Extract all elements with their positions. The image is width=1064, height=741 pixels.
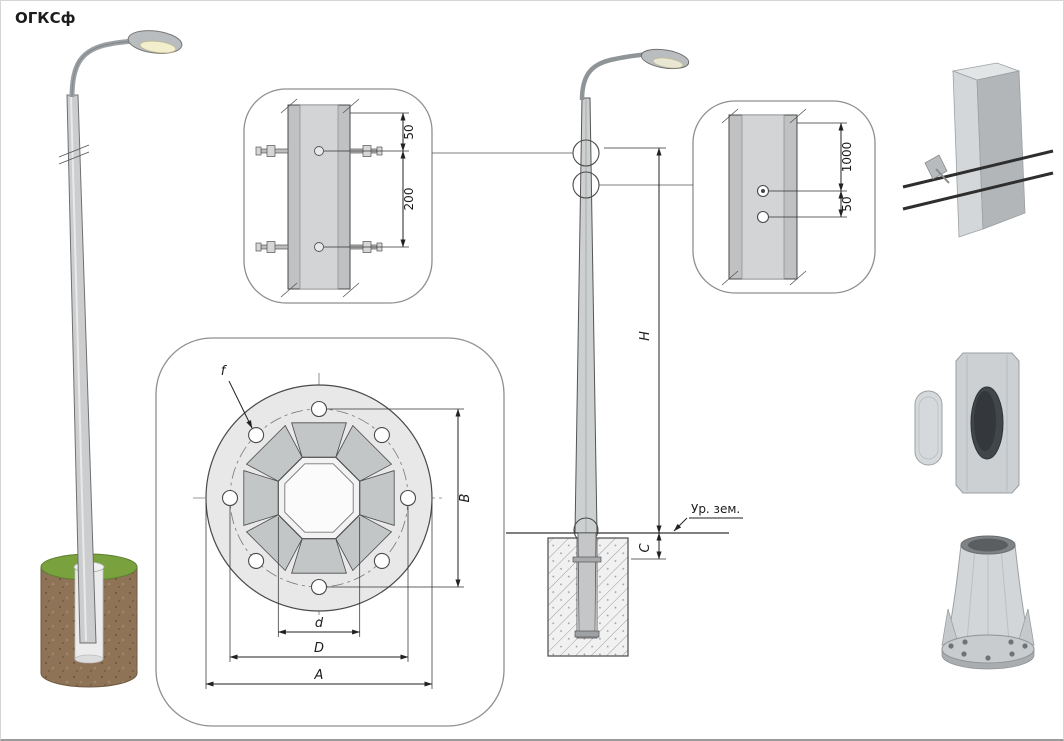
bolt-hole bbox=[756, 210, 770, 224]
dim-50-top: 50 bbox=[402, 124, 416, 139]
dim-50-right: 50 bbox=[840, 196, 854, 211]
wire-rope bbox=[902, 149, 1054, 189]
wire-rope bbox=[902, 171, 1054, 211]
base-plate bbox=[574, 630, 600, 638]
access-door-render bbox=[914, 352, 1020, 494]
dim-B-label: B bbox=[458, 493, 473, 502]
page-title: ОГКСф bbox=[15, 9, 76, 27]
detail-top-callout: 50 200 bbox=[243, 88, 573, 304]
detail-right-callout: 1000 50 bbox=[599, 100, 876, 294]
dim-D-label: D bbox=[314, 641, 324, 656]
dim-1000: 1000 bbox=[840, 142, 854, 173]
ground-level-label: Ур. зем. bbox=[691, 502, 740, 516]
dim-f-label: f bbox=[221, 364, 228, 379]
detail-marker-circle-bottom bbox=[572, 171, 600, 199]
dim-f-leader bbox=[228, 380, 253, 429]
mounting-clamp-render bbox=[902, 62, 1054, 238]
embedded-pole bbox=[577, 532, 597, 634]
base-bolt-holes bbox=[948, 639, 1028, 661]
door-cover bbox=[914, 390, 943, 466]
lamp-lens bbox=[139, 40, 177, 54]
pole-elevation: H C Ур. зем. bbox=[506, 48, 743, 657]
pole-wall-inner bbox=[284, 463, 354, 533]
detail-marker-circle-top bbox=[572, 139, 600, 167]
lamp-arm-elevation bbox=[579, 51, 650, 101]
pole-shaft-3d bbox=[58, 94, 97, 644]
pole-3d-render bbox=[40, 30, 183, 688]
lamp-head-elevation bbox=[640, 48, 690, 70]
dim-A-label: A bbox=[314, 668, 324, 683]
dim-H-label: H bbox=[638, 331, 653, 341]
dim-C-label: C bbox=[638, 543, 653, 553]
lamp-arm-3d bbox=[69, 38, 142, 98]
suspension-clamp bbox=[924, 154, 948, 180]
dim-d-label: d bbox=[315, 616, 324, 631]
dim-200: 200 bbox=[402, 188, 416, 211]
gusset-ring bbox=[243, 422, 395, 574]
joint-mark bbox=[58, 151, 90, 165]
flange-base-render bbox=[941, 535, 1035, 670]
foundation-section bbox=[547, 532, 629, 657]
joint-mark bbox=[58, 144, 90, 158]
lamp-head bbox=[127, 30, 183, 54]
embedded-flange bbox=[572, 556, 602, 563]
flange-plan-callout: f B d D A bbox=[155, 337, 505, 727]
ground-level-leader bbox=[673, 517, 688, 532]
bolt-holes bbox=[221, 400, 417, 596]
